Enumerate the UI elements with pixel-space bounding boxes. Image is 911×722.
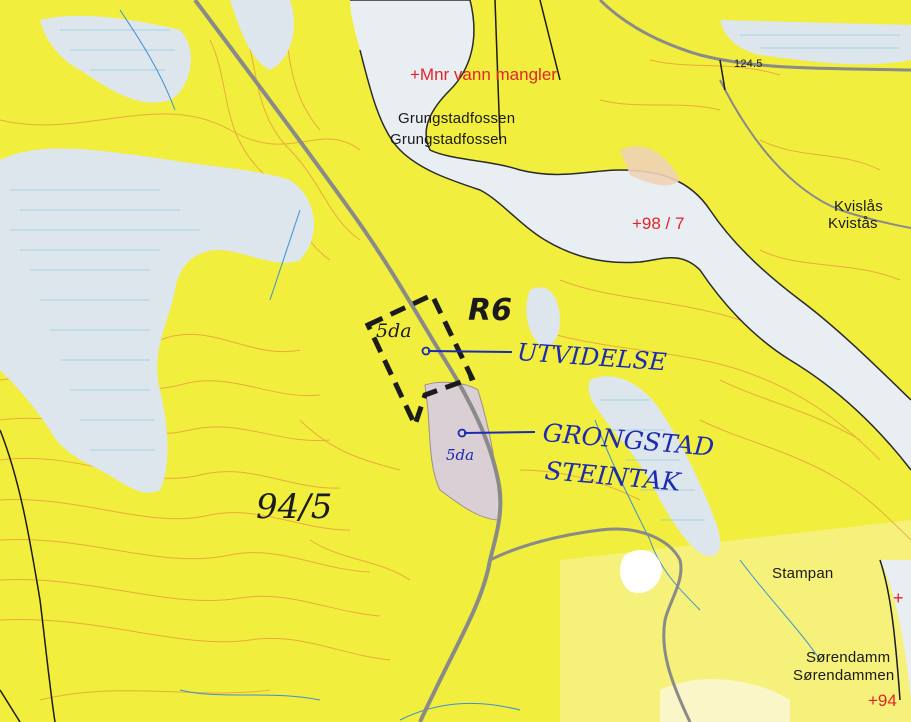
river-bank-south	[359, 49, 911, 471]
missing-water-label: +Mnr vann mangler	[410, 65, 557, 84]
expansion-boundary	[364, 291, 476, 432]
place-name-grungstadfossen: Grungstadfossen	[398, 110, 516, 127]
streams	[119, 9, 821, 721]
quarry-area-label: 5da	[446, 446, 475, 464]
expansion-area-label: 5da	[376, 320, 412, 342]
pale-area	[660, 679, 790, 722]
place-name-sorendammen-2: Sørendammen	[793, 667, 895, 684]
place-name-kvistas: Kvistås	[828, 215, 878, 232]
side-road	[489, 527, 692, 722]
river	[350, 0, 911, 470]
lower-river	[880, 560, 911, 700]
place-name-sorendammen: Sørendamm	[806, 649, 891, 666]
plus-marker-east: +	[893, 588, 904, 608]
marsh-areas	[0, 0, 911, 556]
clearing	[620, 550, 662, 594]
place-name-grungstadfossen-2: Grungstadfossen	[390, 131, 508, 148]
main-road	[193, 0, 503, 722]
expansion-point-marker	[421, 346, 431, 356]
zone-id-label: R6	[468, 293, 512, 328]
cliff-area	[620, 146, 680, 186]
leader-lines	[427, 350, 536, 434]
parcel-94-label: +94	[868, 691, 897, 710]
north-road	[598, 0, 911, 72]
marsh-hatching	[10, 29, 900, 521]
river-bank-north	[350, 0, 911, 401]
contour-lines	[0, 0, 911, 701]
parcel-98-7-label: +98 / 7	[632, 214, 685, 233]
quarry-point-marker	[457, 428, 467, 438]
place-name-stampan: Stampan	[772, 565, 834, 582]
east-road	[719, 79, 911, 229]
parcel-94-5-label: 94/5	[256, 487, 333, 527]
place-name-kvislas: Kvislås	[834, 198, 883, 215]
spot-height: 124.5	[734, 58, 763, 70]
